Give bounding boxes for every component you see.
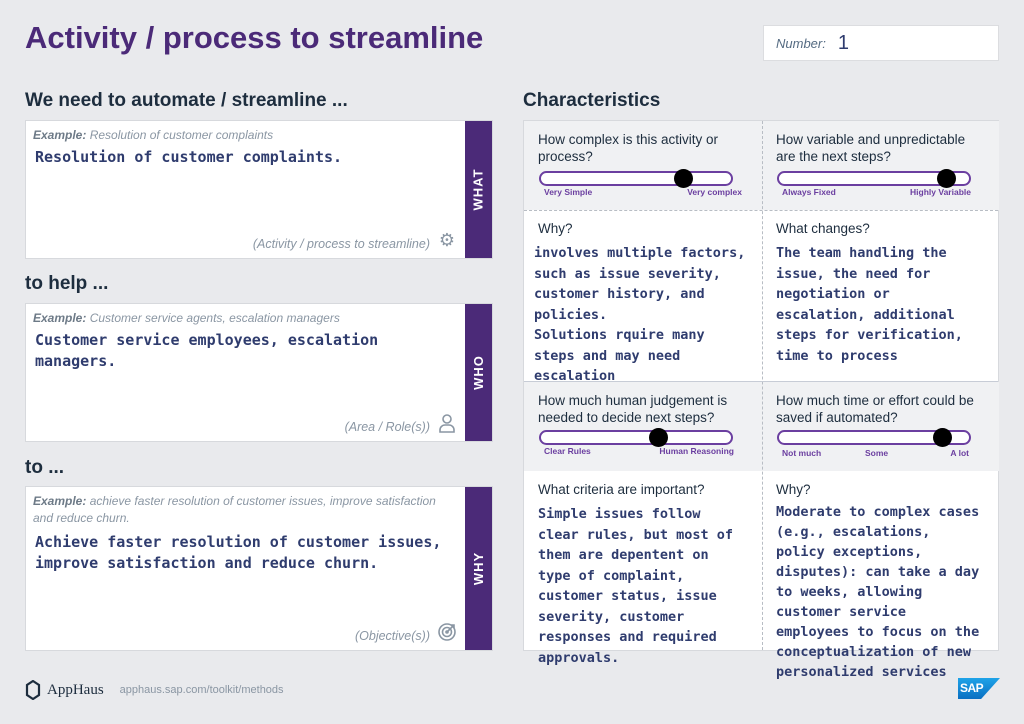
number-value: 1 bbox=[837, 31, 849, 54]
example-label: Example: bbox=[33, 311, 87, 325]
changes-text[interactable]: The team handling the issue, the need fo… bbox=[776, 245, 963, 364]
who-card[interactable]: Example: Customer service agents, escala… bbox=[25, 303, 493, 442]
why1-cell: Why? involves multiple factors, such as … bbox=[524, 210, 762, 384]
brand-name: AppHaus bbox=[47, 681, 104, 698]
slider-max-label: A lot bbox=[950, 448, 969, 458]
changes-cell: What changes? The team handling the issu… bbox=[762, 210, 999, 381]
changes-label: What changes? bbox=[776, 221, 870, 236]
who-example: Customer service agents, escalation mana… bbox=[89, 311, 340, 325]
why-heading: to ... bbox=[25, 457, 65, 478]
who-heading: to help ... bbox=[25, 273, 109, 294]
slider-handle[interactable] bbox=[936, 168, 956, 188]
judgement-slider[interactable] bbox=[539, 427, 733, 447]
variability-question: How variable and unpredictable are the n… bbox=[776, 132, 966, 164]
what-hint: (Activity / process to streamline) bbox=[252, 237, 430, 251]
judgement-cell: How much human judgement is needed to de… bbox=[524, 382, 762, 471]
characteristics-heading: Characteristics bbox=[523, 90, 661, 111]
footer-url[interactable]: apphaus.sap.com/toolkit/methods bbox=[119, 684, 284, 696]
divider bbox=[762, 121, 763, 650]
what-tab: WHAT bbox=[465, 121, 492, 258]
number-field[interactable]: Number: 1 bbox=[763, 25, 999, 61]
who-tab: WHO bbox=[465, 304, 492, 441]
effort-question: How much time or effort could be saved i… bbox=[776, 393, 974, 425]
target-icon bbox=[436, 622, 458, 644]
why1-text[interactable]: involves multiple factors, such as issue… bbox=[534, 245, 746, 384]
why2-cell: Why? Moderate to complex cases (e.g., es… bbox=[762, 471, 999, 680]
example-label: Example: bbox=[33, 128, 87, 142]
slider-max-label: Highly Variable bbox=[910, 187, 971, 197]
divider bbox=[524, 381, 998, 382]
criteria-cell: What criteria are important? Simple issu… bbox=[524, 471, 762, 666]
apphaus-hex-icon bbox=[25, 680, 41, 700]
complexity-question: How complex is this activity or process? bbox=[538, 132, 719, 164]
judgement-question: How much human judgement is needed to de… bbox=[538, 393, 728, 425]
person-icon bbox=[436, 413, 458, 435]
slider-mid-label: Some bbox=[865, 448, 889, 458]
divider bbox=[524, 210, 998, 211]
variability-slider[interactable] bbox=[777, 168, 971, 188]
what-card[interactable]: Example: Resolution of customer complain… bbox=[25, 120, 493, 259]
what-answer[interactable]: Resolution of customer complaints. bbox=[35, 148, 343, 166]
slider-min-label: Very Simple bbox=[544, 187, 593, 197]
why-answer[interactable]: Achieve faster resolution of customer is… bbox=[35, 533, 442, 572]
why2-label: Why? bbox=[776, 482, 811, 497]
variability-cell: How variable and unpredictable are the n… bbox=[762, 121, 999, 210]
what-heading: We need to automate / streamline ... bbox=[25, 90, 348, 111]
number-label: Number: bbox=[776, 35, 826, 51]
why2-text[interactable]: Moderate to complex cases (e.g., escalat… bbox=[776, 504, 980, 680]
why-hint: (Objective(s)) bbox=[354, 629, 430, 643]
slider-min-label: Not much bbox=[782, 448, 822, 458]
what-example: Resolution of customer complaints bbox=[89, 128, 274, 142]
example-label: Example: bbox=[33, 494, 87, 508]
why1-label: Why? bbox=[538, 221, 573, 236]
slider-min-label: Always Fixed bbox=[782, 187, 836, 197]
why-example: achieve faster resolution of customer is… bbox=[33, 494, 436, 525]
slider-handle[interactable] bbox=[649, 427, 669, 447]
complexity-slider[interactable] bbox=[539, 168, 733, 188]
slider-handle[interactable] bbox=[932, 427, 952, 447]
page-title: Activity / process to streamline bbox=[25, 20, 484, 55]
why-tab: WHY bbox=[465, 487, 492, 650]
effort-cell: How much time or effort could be saved i… bbox=[762, 382, 999, 471]
slider-min-label: Clear Rules bbox=[544, 446, 591, 456]
sap-logo: SAP bbox=[958, 678, 1000, 699]
who-hint: (Area / Role(s)) bbox=[344, 420, 430, 434]
who-answer[interactable]: Customer service employees, escalation m… bbox=[35, 331, 379, 370]
slider-max-label: Human Reasoning bbox=[659, 446, 734, 456]
criteria-text[interactable]: Simple issues follow clear rules, but mo… bbox=[538, 506, 734, 666]
complexity-cell: How complex is this activity or process?… bbox=[524, 121, 762, 210]
gear-icon: ⚙ bbox=[438, 230, 456, 250]
slider-handle[interactable] bbox=[674, 168, 693, 188]
slider-max-label: Very complex bbox=[687, 187, 742, 197]
effort-slider[interactable] bbox=[777, 427, 971, 447]
apphaus-logo: AppHaus apphaus.sap.com/toolkit/methods bbox=[25, 680, 284, 700]
criteria-label: What criteria are important? bbox=[538, 482, 705, 497]
characteristics-panel: How complex is this activity or process?… bbox=[523, 120, 999, 680]
why-card[interactable]: Example: achieve faster resolution of cu… bbox=[25, 486, 493, 651]
